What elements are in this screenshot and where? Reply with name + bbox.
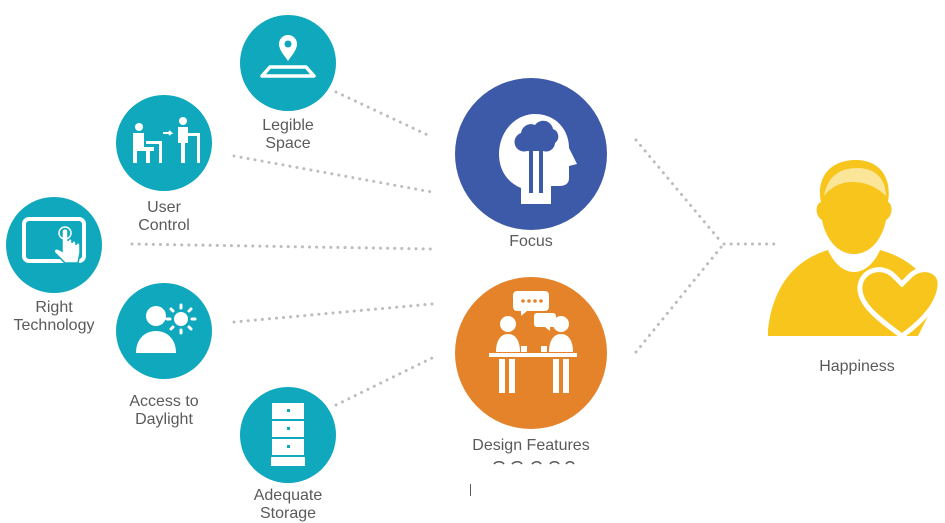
map-pin-icon <box>260 35 316 78</box>
connector-technology-to-focus <box>130 242 434 251</box>
adequate-storage-label: Adequate Storage <box>253 487 323 522</box>
legible-space-label: Legible Space <box>262 117 314 152</box>
design-features-node <box>455 277 607 429</box>
right-technology-node <box>6 197 102 293</box>
focus-node <box>455 78 607 230</box>
user-control-label: User Control <box>138 199 190 234</box>
connector-legible-to-focus <box>334 90 434 139</box>
connector-design-to-hub <box>634 244 724 354</box>
user-control-node <box>116 95 212 191</box>
connector-storage-to-design <box>334 356 434 407</box>
connector-user-to-focus <box>232 154 434 194</box>
connector-daylight-to-design <box>232 302 434 324</box>
design-features-label: Design Features <box>472 437 590 454</box>
legible-space-node <box>240 15 336 111</box>
legible-space-circle <box>240 15 336 111</box>
head-brain-icon <box>499 114 577 204</box>
access-to-daylight-label: Access to Daylight <box>129 393 199 428</box>
access-to-daylight-circle <box>116 283 212 379</box>
right-technology-circle <box>6 197 102 293</box>
touchscreen-icon <box>22 217 86 264</box>
sit-stand-desk-icon <box>133 117 200 163</box>
person-sun-icon <box>136 303 197 353</box>
storage-cabinet-icon <box>270 401 306 466</box>
adequate-storage-node <box>240 387 336 483</box>
meeting-chat-icon <box>489 291 577 393</box>
happiness-label: Happiness <box>819 358 895 375</box>
connector-focus-to-hub <box>634 138 724 245</box>
happiness-node <box>768 150 945 350</box>
access-to-daylight-node <box>116 283 212 379</box>
user-control-circle <box>116 95 212 191</box>
right-technology-label: Right Technology <box>13 299 95 334</box>
design-features-label-overflow <box>478 456 588 465</box>
focus-label: Focus <box>509 233 553 250</box>
text-cursor <box>470 484 471 496</box>
person-heart-icon <box>768 160 943 340</box>
